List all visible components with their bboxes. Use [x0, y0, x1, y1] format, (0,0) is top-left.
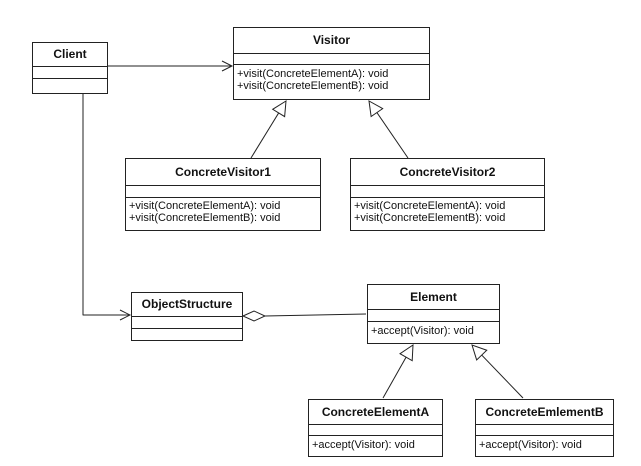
operations-compartment: +visit(ConcreteElementA): void +visit(Co…	[126, 198, 320, 224]
operations-compartment	[132, 329, 242, 340]
attributes-compartment	[368, 310, 499, 322]
operations-compartment: +accept(Visitor): void	[368, 322, 499, 337]
class-name: Element	[368, 285, 499, 310]
attributes-compartment	[234, 54, 429, 65]
operation: +visit(ConcreteElementB): void	[354, 212, 506, 224]
operations-compartment: +visit(ConcreteElementA): void +visit(Co…	[351, 198, 544, 224]
class-visitor[interactable]: Visitor +visit(ConcreteElementA): void +…	[233, 27, 430, 100]
aggregation-diamond	[241, 310, 267, 322]
class-name: ConcreteVisitor1	[126, 159, 320, 186]
generalization-triangle	[399, 344, 414, 362]
open-arrowhead	[221, 60, 234, 72]
operations-compartment: +accept(Visitor): void	[309, 436, 442, 451]
operations-compartment	[33, 79, 107, 93]
class-name: Client	[33, 43, 107, 67]
open-arrowhead	[119, 309, 132, 321]
class-concrete-element-a[interactable]: ConcreteElementA +accept(Visitor): void	[308, 399, 443, 457]
attributes-compartment	[132, 317, 242, 329]
operation: +visit(ConcreteElementB): void	[129, 212, 281, 224]
operations-compartment: +visit(ConcreteElementA): void +visit(Co…	[234, 65, 429, 92]
class-object-structure[interactable]: ObjectStructure	[131, 292, 243, 341]
attributes-compartment	[476, 425, 613, 436]
operation: +accept(Visitor): void	[312, 439, 415, 451]
association-client-objectstructure	[82, 94, 130, 316]
class-name: ConcreteVisitor2	[351, 159, 544, 186]
generalization-concreteelementb-element	[481, 354, 524, 399]
attributes-compartment	[309, 425, 442, 436]
class-name: ConcreteEmlementB	[476, 400, 613, 425]
class-concrete-visitor1[interactable]: ConcreteVisitor1 +visit(ConcreteElementA…	[125, 158, 321, 231]
attributes-compartment	[33, 67, 107, 79]
class-concrete-element-b[interactable]: ConcreteEmlementB +accept(Visitor): void	[475, 399, 614, 457]
operations-compartment: +accept(Visitor): void	[476, 436, 613, 451]
generalization-triangle	[471, 344, 488, 361]
class-name: Visitor	[234, 28, 429, 54]
operation: +visit(ConcreteElementB): void	[237, 80, 389, 92]
attributes-compartment	[126, 186, 320, 198]
attributes-compartment	[351, 186, 544, 198]
class-client[interactable]: Client	[32, 42, 108, 94]
class-concrete-visitor2[interactable]: ConcreteVisitor2 +visit(ConcreteElementA…	[350, 158, 545, 231]
generalization-triangle	[271, 100, 287, 118]
generalization-concretevisitor2-visitor	[376, 112, 409, 159]
class-name: ObjectStructure	[132, 293, 242, 317]
operation: +visit(ConcreteElementA): void	[129, 200, 281, 212]
generalization-triangle	[368, 100, 384, 118]
aggregation-objectstructure-element	[264, 313, 367, 317]
class-name: ConcreteElementA	[309, 400, 442, 425]
generalization-concretevisitor1-visitor	[250, 112, 280, 159]
class-element[interactable]: Element +accept(Visitor): void	[367, 284, 500, 344]
operation: +accept(Visitor): void	[371, 325, 474, 337]
generalization-concreteelementa-element	[382, 356, 407, 399]
operation: +visit(ConcreteElementA): void	[354, 200, 506, 212]
operation: +accept(Visitor): void	[479, 439, 582, 451]
operation: +visit(ConcreteElementA): void	[237, 68, 389, 80]
